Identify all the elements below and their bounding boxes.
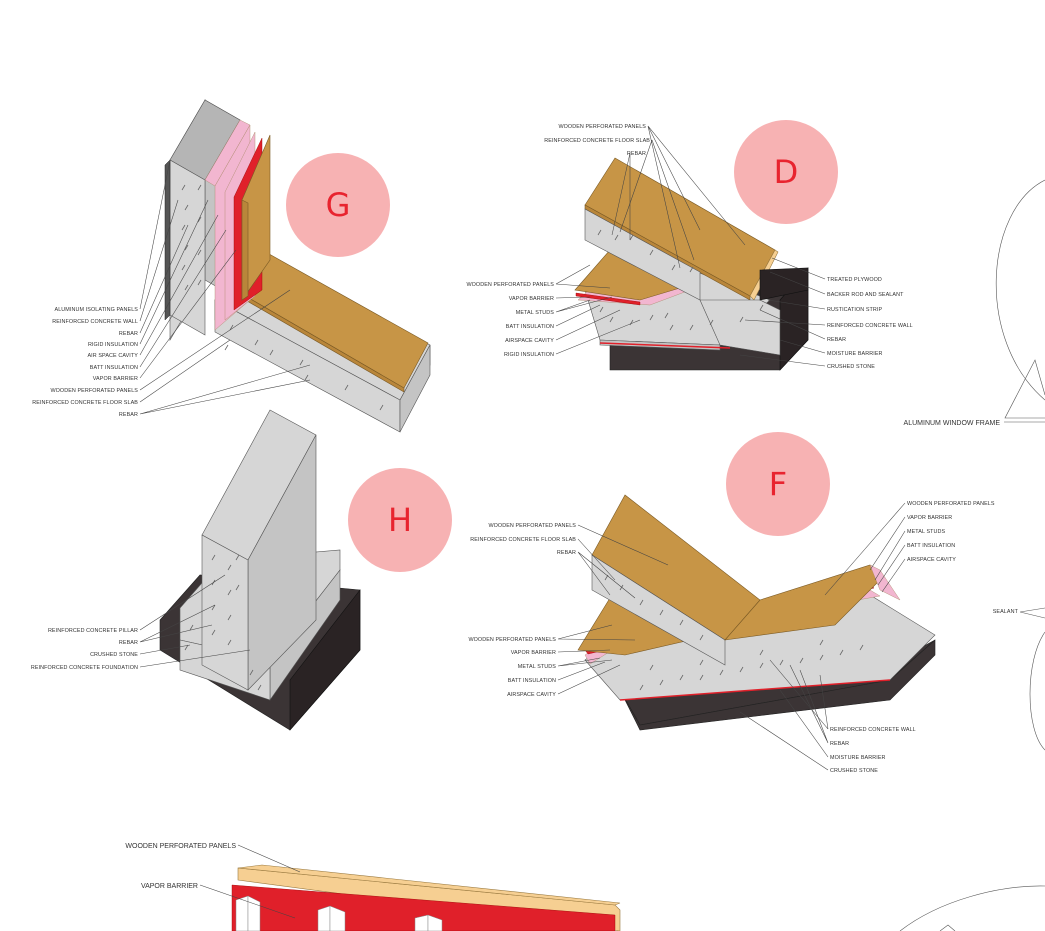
f-label-vapor-barrier-right: VAPOR BARRIER <box>907 515 952 521</box>
f-right-labels: WOODEN PERFORATED PANELS VAPOR BARRIER M… <box>907 501 995 563</box>
g-label-rigid-insulation: RIGID INSULATION <box>88 342 138 348</box>
f-label-vapor-barrier: VAPOR BARRIER <box>511 650 556 656</box>
detail-bottom-partial: WOODEN PERFORATED PANELS VAPOR BARRIER <box>125 843 621 931</box>
f-label-wooden-perforated-panels: WOODEN PERFORATED PANELS <box>468 637 556 643</box>
f-label-reinforced-concrete-wall: REINFORCED CONCRETE WALL <box>830 727 916 733</box>
d-label-rebar-top: REBAR <box>627 151 646 157</box>
label-aluminum-window-frame: ALUMINUM WINDOW FRAME <box>904 420 1001 427</box>
f-rebar-marks <box>604 574 864 691</box>
g-labels: ALUMINUM ISOLATING PANELS REINFORCED CON… <box>32 307 138 418</box>
d-label-reinforced-concrete-floor-slab: REINFORCED CONCRETE FLOOR SLAB <box>544 138 650 144</box>
f-label-crushed-stone: CRUSHED STONE <box>830 768 878 774</box>
d-label-rebar: REBAR <box>827 337 846 343</box>
d-label-treated-plywood: TREATED PLYWOOD <box>827 277 882 283</box>
f-top-left-labels: WOODEN PERFORATED PANELS REINFORCED CONC… <box>470 523 576 556</box>
d-right-labels: TREATED PLYWOOD BACKER ROD AND SEALANT R… <box>827 277 913 370</box>
d-label-metal-studs: METAL STUDS <box>516 310 555 316</box>
d-label-reinforced-concrete-wall: REINFORCED CONCRETE WALL <box>827 323 913 329</box>
f-label-reinforced-concrete-floor-slab: REINFORCED CONCRETE FLOOR SLAB <box>470 537 576 543</box>
d-label-rigid-insulation: RIGID INSULATION <box>504 352 554 358</box>
g-label-reinforced-concrete-wall: REINFORCED CONCRETE WALL <box>52 319 138 325</box>
detail-g: G ALUMINUM ISOLATING PANELS REINFORCED C… <box>32 98 431 433</box>
g-label-rebar: REBAR <box>119 331 138 337</box>
f-label-metal-studs: METAL STUDS <box>518 664 557 670</box>
f-label-airspace-cavity: AIRSPACE CAVITY <box>507 692 556 698</box>
bottom-leaders <box>199 844 301 919</box>
d-left-labels: WOODEN PERFORATED PANELS VAPOR BARRIER M… <box>466 282 554 358</box>
h-labels: REINFORCED CONCRETE PILLAR REBAR CRUSHED… <box>31 628 138 671</box>
d-label-rustication-strip: RUSTICATION STRIP <box>827 307 883 313</box>
f-badge <box>726 432 830 536</box>
f-label-batt-insulation-right: BATT INSULATION <box>907 543 955 549</box>
g-aluminum-panel <box>164 159 171 321</box>
g-rebar-marks <box>181 184 384 411</box>
f-badge-letter: F <box>769 465 787 503</box>
h-label-crushed-stone: CRUSHED STONE <box>90 652 138 658</box>
d-label-moisture-barrier: MOISTURE BARRIER <box>827 351 883 357</box>
bottom-label-wooden-perforated-panels: WOODEN PERFORATED PANELS <box>125 843 236 850</box>
f-bottom-labels: REINFORCED CONCRETE WALL REBAR MOISTURE … <box>830 727 916 774</box>
f-label-metal-studs-right: METAL STUDS <box>907 529 946 535</box>
f-label-wooden-perforated-panels-top: WOODEN PERFORATED PANELS <box>488 523 576 529</box>
d-badge-letter: D <box>774 153 799 191</box>
h-label-reinforced-concrete-foundation: REINFORCED CONCRETE FOUNDATION <box>31 665 138 671</box>
d-top-labels: WOODEN PERFORATED PANELS REINFORCED CONC… <box>544 124 650 157</box>
g-badge <box>286 153 390 257</box>
g-label-vapor-barrier: VAPOR BARRIER <box>93 376 138 382</box>
f-label-airspace-cavity-right: AIRSPACE CAVITY <box>907 557 956 563</box>
f-label-moisture-barrier: MOISTURE BARRIER <box>830 755 886 761</box>
g-label-batt-insulation: BATT INSULATION <box>90 365 138 371</box>
h-label-reinforced-concrete-pillar: REINFORCED CONCRETE PILLAR <box>48 628 138 634</box>
detail-h: H REINFORCED CONCRETE PILLAR REBAR CRUSH… <box>31 409 452 731</box>
d-badge <box>734 120 838 224</box>
g-badge-letter: G <box>326 186 351 224</box>
d-label-vapor-barrier: VAPOR BARRIER <box>509 296 554 302</box>
detail-d: D WOODEN PERFORATED PANELS REINFORCED CO… <box>466 120 913 371</box>
g-label-reinforced-concrete-floor-slab: REINFORCED CONCRETE FLOOR SLAB <box>32 400 138 406</box>
f-leaders <box>557 502 906 771</box>
d-rebar-marks <box>597 229 764 331</box>
d-leaders <box>555 125 826 367</box>
bottom-label-vapor-barrier: VAPOR BARRIER <box>141 883 198 890</box>
d-label-wooden-perforated-panels-top: WOODEN PERFORATED PANELS <box>558 124 646 130</box>
d-label-batt-insulation: BATT INSULATION <box>506 324 554 330</box>
h-badge <box>348 468 452 572</box>
f-left-labels: WOODEN PERFORATED PANELS VAPOR BARRIER M… <box>468 637 556 698</box>
f-label-rebar: REBAR <box>830 741 849 747</box>
d-label-backer-rod-and-sealant: BACKER ROD AND SEALANT <box>827 292 904 298</box>
d-label-wooden-perforated-panels: WOODEN PERFORATED PANELS <box>466 282 554 288</box>
h-badge-letter: H <box>388 501 412 539</box>
f-label-batt-insulation: BATT INSULATION <box>508 678 556 684</box>
h-leaders <box>139 574 251 668</box>
f-label-rebar-top: REBAR <box>557 550 576 556</box>
g-label-aluminum-isolating-panels: ALUMINUM ISOLATING PANELS <box>55 307 139 313</box>
g-label-wooden-perforated-panels: WOODEN PERFORATED PANELS <box>50 388 138 394</box>
label-sealant: SEALANT <box>993 609 1019 615</box>
d-label-airspace-cavity: AIRSPACE CAVITY <box>505 338 554 344</box>
side-details: ALUMINUM WINDOW FRAME SEALANT <box>899 179 1045 931</box>
d-label-crushed-stone: CRUSHED STONE <box>827 364 875 370</box>
g-label-air-space-cavity: AIR SPACE CAVITY <box>87 353 138 359</box>
f-label-wooden-perforated-panels-right: WOODEN PERFORATED PANELS <box>907 501 995 507</box>
h-label-rebar: REBAR <box>119 640 138 646</box>
detail-f: F WOODEN PERFORATED PANELS REINFORCED CO… <box>468 432 995 774</box>
g-label-rebar-2: REBAR <box>119 412 138 418</box>
g-leaders <box>139 159 311 415</box>
